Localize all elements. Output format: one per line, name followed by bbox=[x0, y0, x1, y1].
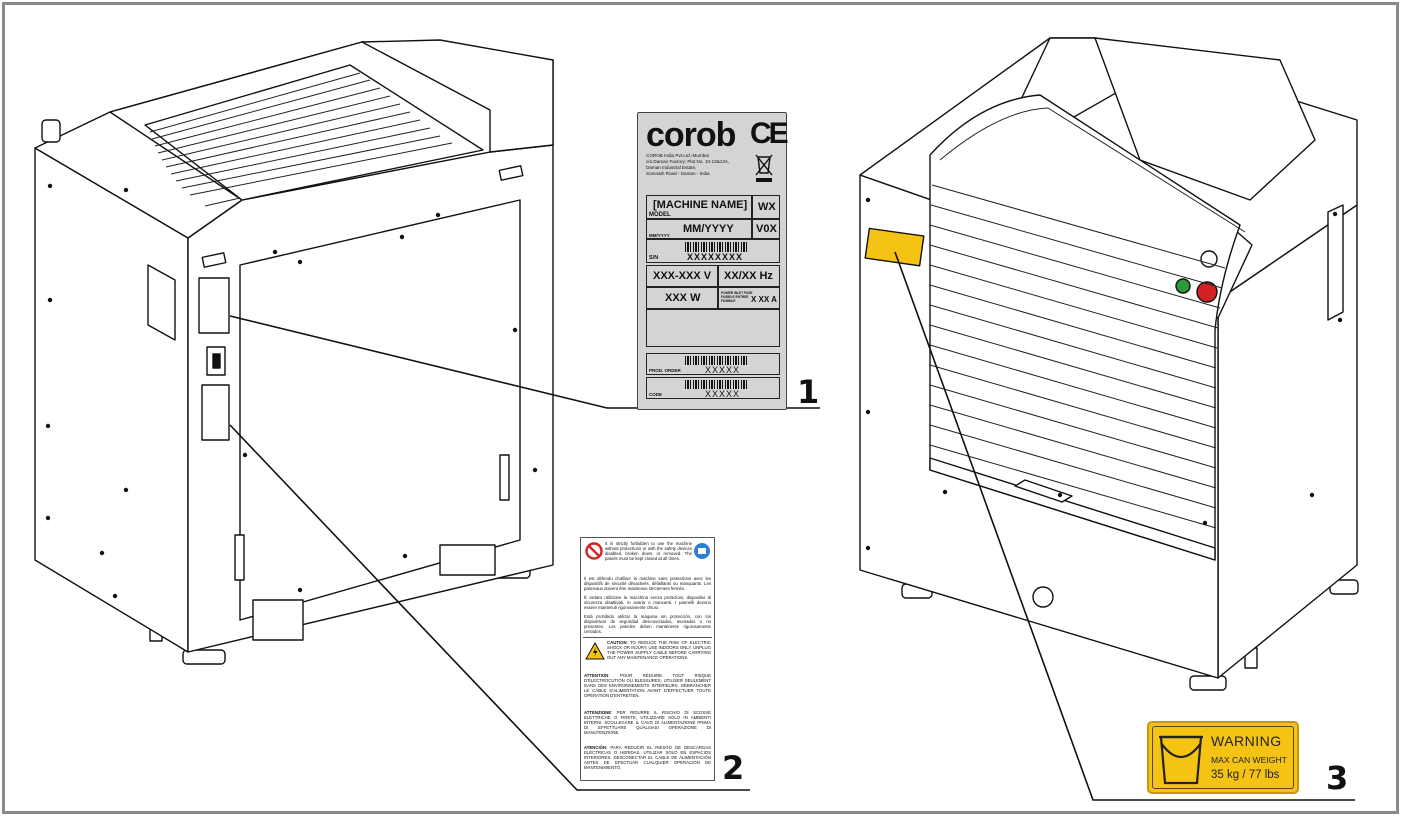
warning-line1: MAX CAN WEIGHT bbox=[1211, 755, 1287, 765]
callout-1: 1 bbox=[797, 373, 820, 411]
date-cell: MM/YYYY MM/YYYY bbox=[646, 219, 752, 239]
left-machine bbox=[34, 39, 554, 665]
serial-barcode bbox=[685, 242, 747, 252]
code-cell: XXXXX CODE bbox=[646, 377, 780, 399]
fuse-cell: POWER INLET FUSE FUSIBLE ENTREE FUSIBILE… bbox=[718, 287, 780, 309]
prod-order-cell: XXXXX PROD. ORDER bbox=[646, 353, 780, 375]
warning-label-border bbox=[1152, 726, 1294, 789]
prod-order-barcode bbox=[685, 356, 747, 365]
leader-line-2 bbox=[229, 424, 750, 791]
paint-can-icon bbox=[1159, 735, 1203, 785]
prohibition-icon bbox=[585, 542, 603, 560]
frequency-cell: XX/XX Hz bbox=[718, 265, 780, 287]
model-code-cell: WX bbox=[752, 195, 780, 219]
manual-icon bbox=[694, 543, 710, 559]
code-barcode bbox=[685, 380, 747, 389]
warning-label: WARNING MAX CAN WEIGHT 35 kg / 77 lbs bbox=[1147, 721, 1299, 794]
safety-divider bbox=[583, 637, 712, 638]
callout-3: 3 bbox=[1326, 759, 1349, 797]
electric-hazard-icon bbox=[585, 642, 605, 660]
safety-label: It is strictly forbidden to use the mach… bbox=[580, 537, 715, 781]
power-cell: XXX W bbox=[646, 287, 718, 309]
version-cell: V0X bbox=[752, 219, 780, 239]
nameplate: corob CE COROB India Pvt.Ltd.-Mumbai c/o… bbox=[637, 112, 789, 410]
blank-cell bbox=[646, 309, 780, 347]
corob-logo: corob bbox=[646, 116, 736, 154]
serial-cell: XXXXXXXX S/N bbox=[646, 239, 780, 263]
warning-title: WARNING bbox=[1211, 733, 1282, 749]
machine-name-cell: [MACHINE NAME] MODEL bbox=[646, 195, 752, 219]
callout-2: 2 bbox=[722, 749, 745, 787]
voltage-cell: XXX-XXX V bbox=[646, 265, 718, 287]
right-machine bbox=[859, 37, 1359, 691]
manufacturer-address: COROB India Pvt.Ltd.-Mumbai c/o Daman Fa… bbox=[646, 153, 730, 176]
ce-mark: CE bbox=[750, 117, 789, 150]
leader-line-3 bbox=[894, 251, 1355, 801]
warning-line2: 35 kg / 77 lbs bbox=[1211, 769, 1280, 781]
weee-bin-icon bbox=[755, 154, 773, 182]
